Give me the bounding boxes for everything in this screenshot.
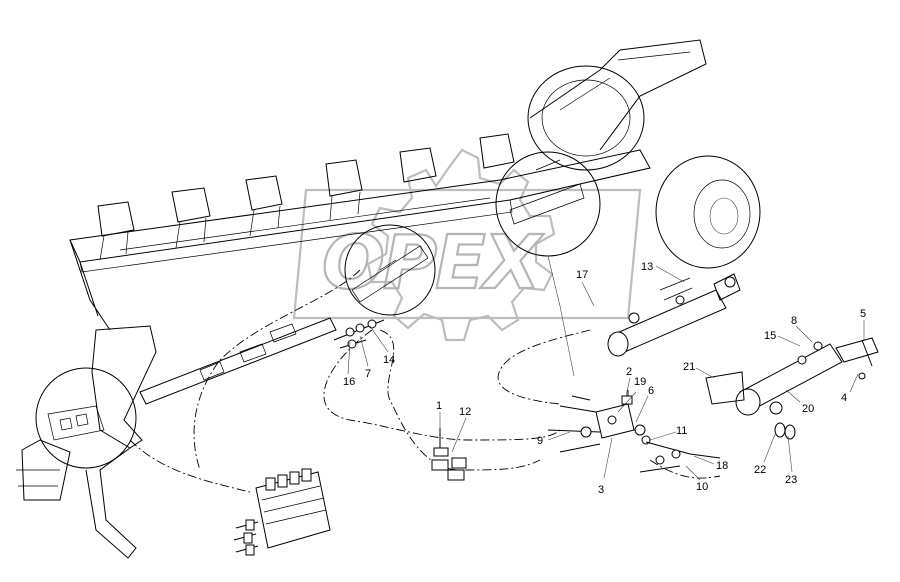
cylinder-20 bbox=[705, 337, 879, 440]
callout-12: 12 bbox=[459, 406, 471, 418]
detail-circles bbox=[35, 151, 601, 469]
callout-18: 18 bbox=[716, 460, 728, 472]
callouts: 1 2 3 4 5 6 7 8 9 10 11 12 13 14 15 16 1… bbox=[343, 261, 866, 496]
callout-13: 13 bbox=[641, 261, 653, 273]
callout-5: 5 bbox=[860, 308, 866, 320]
hose-e bbox=[497, 329, 591, 405]
hydraulic-hoses bbox=[129, 269, 721, 493]
fittings-left bbox=[333, 319, 385, 349]
plough-frame bbox=[16, 39, 761, 559]
callout-7: 7 bbox=[365, 368, 371, 380]
watermark-text: OPEX bbox=[322, 220, 545, 306]
callout-19: 19 bbox=[634, 376, 646, 388]
callout-6: 6 bbox=[648, 385, 654, 397]
callout-11: 11 bbox=[676, 425, 687, 437]
valve-block bbox=[547, 390, 721, 473]
watermark-gear bbox=[366, 148, 556, 342]
hose-f bbox=[649, 459, 721, 479]
callout-2: 2 bbox=[626, 366, 632, 378]
callout-8: 8 bbox=[791, 315, 797, 327]
callout-14: 14 bbox=[383, 354, 395, 366]
callout-15: 15 bbox=[764, 330, 776, 342]
clamps bbox=[431, 428, 467, 481]
callout-20: 20 bbox=[802, 403, 814, 415]
watermark: OPEX bbox=[292, 148, 642, 342]
control-valve bbox=[233, 468, 331, 556]
callout-9: 9 bbox=[537, 435, 543, 447]
cylinder-13 bbox=[607, 273, 741, 357]
callout-17: 17 bbox=[576, 269, 588, 281]
hose-b bbox=[379, 329, 541, 471]
plough-bodies bbox=[97, 133, 515, 261]
watermark-frame bbox=[292, 188, 642, 320]
callout-1: 1 bbox=[436, 400, 442, 412]
leader-lines bbox=[347, 255, 865, 481]
callout-16: 16 bbox=[343, 376, 355, 388]
hose-c bbox=[323, 329, 561, 441]
hose-a bbox=[129, 439, 251, 493]
callout-22: 22 bbox=[754, 464, 766, 476]
callout-10: 10 bbox=[696, 481, 708, 493]
callout-21: 21 bbox=[683, 361, 695, 373]
hose-d bbox=[193, 269, 361, 471]
callout-4: 4 bbox=[841, 392, 847, 404]
callout-3: 3 bbox=[598, 484, 604, 496]
callout-23: 23 bbox=[785, 474, 797, 486]
